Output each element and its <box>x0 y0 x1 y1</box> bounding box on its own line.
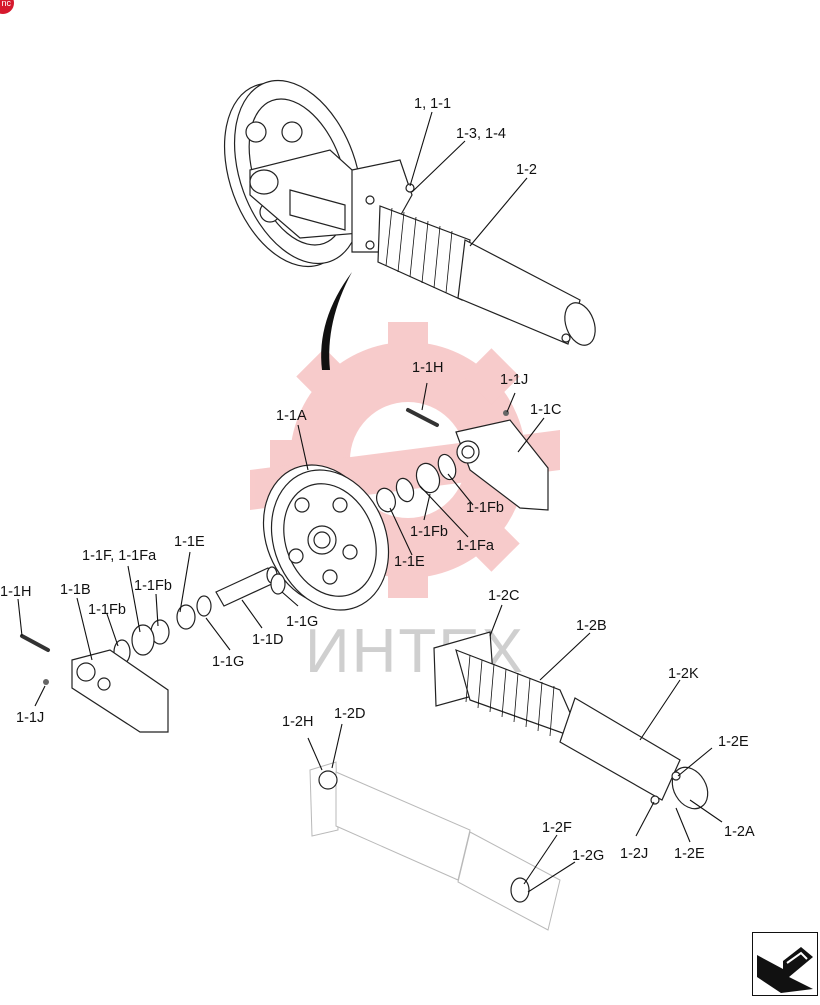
pin-1-1h-left <box>20 634 50 652</box>
leader-lines <box>17 111 723 893</box>
label-1-2h: 1-2H <box>282 714 313 730</box>
assembled-idler-view <box>223 79 596 346</box>
plug-1-1j-left <box>43 679 49 685</box>
label-1-1b: 1-1B <box>60 582 91 598</box>
label-1-2a: 1-2A <box>724 824 755 840</box>
label-1-1g-1: 1-1G <box>286 614 318 630</box>
label-1-2g: 1-2G <box>572 848 604 864</box>
pin-1-1h-top <box>406 408 439 427</box>
bracket-1-1b <box>71 649 169 733</box>
label-1-1-1: 1, 1-1 <box>414 96 451 112</box>
label-1-1h-left: 1-1H <box>0 584 31 600</box>
label-1-2f: 1-2F <box>542 820 572 836</box>
label-1-1e-right: 1-1E <box>394 554 425 570</box>
label-1-1f-1-1fa: 1-1F, 1-1Fa <box>82 548 157 564</box>
return-arrow-icon <box>757 947 813 993</box>
idler-wheel-1-1a <box>262 464 390 611</box>
label-1-1fb-left-1: 1-1Fb <box>134 578 172 594</box>
label-1-2b: 1-2B <box>576 618 607 634</box>
label-1-2-top: 1-2 <box>516 162 537 178</box>
label-1-1g-2: 1-1G <box>212 654 244 670</box>
label-1-2e-2: 1-2E <box>674 846 705 862</box>
label-1-1fb-mid: 1-1Fb <box>410 524 448 540</box>
label-1-1j-top: 1-1J <box>500 372 528 388</box>
label-1-1a: 1-1A <box>276 408 307 424</box>
label-1-2e-1: 1-2E <box>718 734 749 750</box>
cylinder-ghost-view <box>309 761 561 931</box>
label-1-1c: 1-1C <box>530 402 561 418</box>
next-page-button[interactable] <box>752 932 818 996</box>
label-1-1e-left: 1-1E <box>174 534 205 550</box>
direction-arrow <box>321 272 352 370</box>
label-1-2j: 1-2J <box>620 846 648 862</box>
corner-badge: nc <box>0 0 14 14</box>
part-labels: 1, 1-1 1-3, 1-4 1-2 1-1H 1-1J 1-1A 1-1C … <box>0 96 755 864</box>
label-1-1j-left: 1-1J <box>16 710 44 726</box>
label-1-1fb-right: 1-1Fb <box>466 500 504 516</box>
label-1-2d: 1-2D <box>334 706 365 722</box>
label-1-2c: 1-2C <box>488 588 519 604</box>
label-1-1h-top: 1-1H <box>412 360 443 376</box>
recoil-spring-1-2 <box>433 631 709 810</box>
label-1-2k: 1-2K <box>668 666 699 682</box>
plug-1-1j-top <box>503 410 509 416</box>
label-1-3-1-4: 1-3, 1-4 <box>456 126 506 142</box>
label-1-1d: 1-1D <box>252 632 283 648</box>
label-1-1fa-right: 1-1Fa <box>456 538 495 554</box>
label-1-1fb-left-2: 1-1Fb <box>88 602 126 618</box>
